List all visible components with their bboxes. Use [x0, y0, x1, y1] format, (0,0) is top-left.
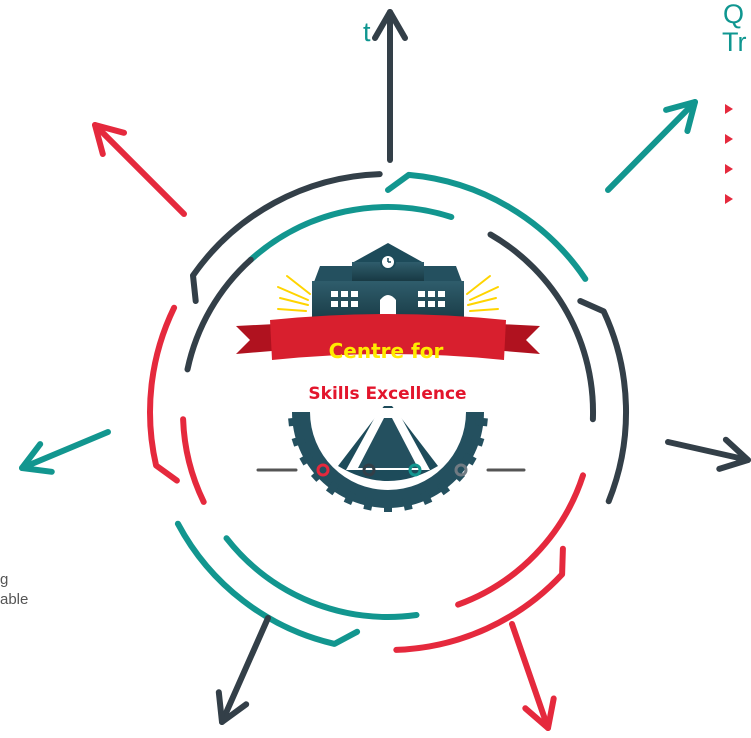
dots-row: [256, 463, 526, 477]
outer-ring-segment: [147, 304, 180, 484]
outer-ring-segment: [385, 171, 589, 282]
inner-ring: [180, 204, 596, 620]
outer-ring-segment: [393, 545, 566, 653]
gear-tooth: [291, 435, 306, 447]
outer-ring-segment: [190, 171, 383, 304]
inner-ring-arc: [180, 416, 207, 505]
label-bottom-left-1: g: [0, 571, 9, 588]
gear-icon: [288, 406, 488, 512]
bullet-arrow-icon: [725, 104, 733, 114]
arrow-head-icon: [716, 436, 751, 472]
outer-ring-segment: [174, 520, 361, 647]
label-bottom-left-2: able: [0, 591, 29, 608]
outer-ring-segment: [577, 298, 629, 505]
arrow-shaft: [665, 439, 751, 463]
gear-tooth: [462, 452, 477, 466]
bullet-arrow-icon: [725, 194, 733, 204]
outer-ring: [147, 171, 629, 653]
label-top-left: t: [363, 17, 371, 47]
inner-ring-arc: [455, 472, 586, 608]
gear-tooth: [288, 417, 301, 427]
label-top-right-2: Tr: [722, 27, 747, 57]
arrow-head-icon: [215, 689, 250, 725]
arrow-head-icon: [663, 99, 698, 134]
gear-tooth: [299, 452, 314, 466]
bullet-arrow-icon: [725, 134, 733, 144]
logo-emblem: [236, 243, 540, 512]
gear-tooth: [436, 480, 451, 496]
dot-red: [316, 463, 330, 477]
arrow-shaft: [92, 122, 187, 217]
sun-rays-left-icon: [277, 275, 311, 312]
bullet-arrow-icon: [725, 164, 733, 174]
gear-tooth: [402, 497, 413, 511]
gear-tooth: [363, 497, 374, 511]
arrows: [19, 9, 751, 731]
arrow-head-icon: [522, 695, 557, 731]
arrow-shaft: [509, 621, 551, 731]
logo-title-line2: Skills Excellence: [308, 384, 467, 404]
arrow-head-icon: [19, 441, 55, 475]
label-top-right-1: Q: [723, 0, 745, 29]
ribbon-banner: [236, 314, 540, 398]
gear-tooth: [470, 435, 485, 447]
arrow-shaft: [605, 99, 698, 193]
arrow-head-icon: [92, 122, 127, 157]
inner-ring-arc: [487, 231, 596, 423]
arrow-head-icon: [372, 9, 408, 41]
logo-title-line1: Centre for: [328, 339, 444, 363]
gear-tooth: [325, 480, 340, 496]
gear-tooth: [310, 467, 326, 482]
gear-tooth: [420, 490, 433, 506]
sun-rays-right-icon: [466, 275, 499, 312]
inner-ring-arc: [184, 256, 254, 373]
inner-ring-arc: [223, 535, 420, 620]
inner-ring-arc: [247, 204, 455, 263]
school-building-icon: [312, 243, 464, 325]
gear-tooth: [343, 490, 356, 506]
dot-dark-1: [362, 463, 376, 477]
arrow-shaft: [219, 615, 271, 725]
dot-dark-2: [454, 463, 468, 477]
arrow-shaft: [19, 429, 111, 471]
dot-teal: [408, 463, 422, 477]
gear-tooth: [384, 500, 392, 512]
gear-tooth: [475, 417, 488, 427]
